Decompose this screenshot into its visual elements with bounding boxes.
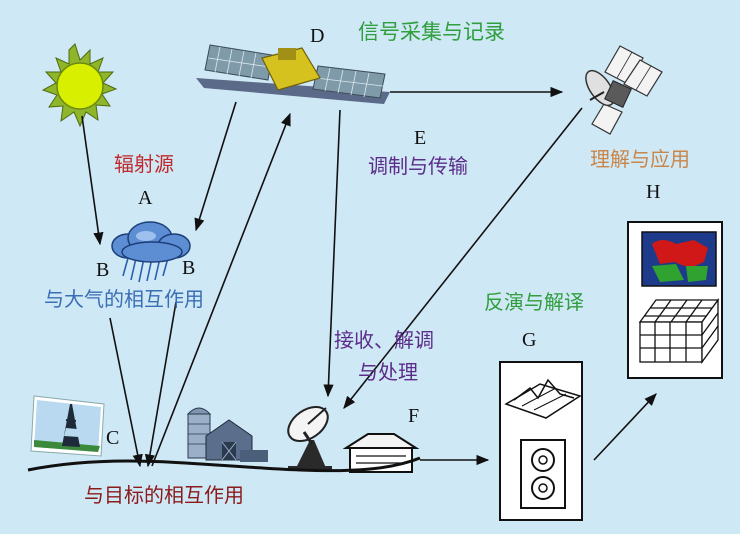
arrow-satellite-to-atmosphere xyxy=(194,101,237,232)
letter-f: F xyxy=(408,405,420,427)
cloud-rain-icon xyxy=(111,221,191,283)
letter-b-left: B xyxy=(96,259,110,281)
letter-g: G xyxy=(522,329,537,351)
relay-satellite-icon xyxy=(585,45,663,135)
arrow-atmosphere-to-ground-right xyxy=(144,301,177,468)
signal-collection-label: 信号采集与记录 xyxy=(358,20,505,44)
letter-e: E xyxy=(414,127,427,149)
letter-d: D xyxy=(310,25,325,47)
receive-demodulate-label: 接收、解调 xyxy=(334,328,434,352)
sun-icon xyxy=(41,43,118,128)
remote-sensing-satellite-icon xyxy=(196,44,390,104)
arrow-satellite-to-antenna xyxy=(323,109,341,398)
arrow-atmosphere-to-ground-left xyxy=(109,317,143,468)
arrow-sun-to-atmosphere xyxy=(81,115,104,246)
data-cube-icon xyxy=(638,298,720,364)
arrow-ground-to-satellite xyxy=(151,112,291,467)
farm-buildings-icon xyxy=(186,407,268,462)
understanding-application-label: 理解与应用 xyxy=(590,147,690,171)
eiffel-tower-photo-icon xyxy=(30,395,105,457)
modulation-transmission-label: 调制与传输 xyxy=(368,154,468,178)
arrow-processing-to-application xyxy=(593,393,657,461)
terrain-model-icon xyxy=(504,378,582,419)
arrow-relay-to-antenna xyxy=(343,107,583,410)
letter-a: A xyxy=(138,187,153,209)
thematic-map-icon xyxy=(641,231,717,287)
film-reel-icon xyxy=(520,439,566,509)
receive-process-label: 与处理 xyxy=(358,360,418,384)
letter-b-right: B xyxy=(182,257,196,279)
ground-line xyxy=(27,456,421,473)
target-interaction-label: 与目标的相互作用 xyxy=(84,483,244,507)
letter-h: H xyxy=(646,181,661,203)
atmosphere-interaction-label: 与大气的相互作用 xyxy=(44,287,204,311)
letter-c: C xyxy=(106,427,120,449)
dish-antenna-icon xyxy=(287,405,332,471)
inversion-interpretation-label: 反演与解译 xyxy=(484,290,584,314)
radiation-source-label: 辐射源 xyxy=(114,152,174,176)
